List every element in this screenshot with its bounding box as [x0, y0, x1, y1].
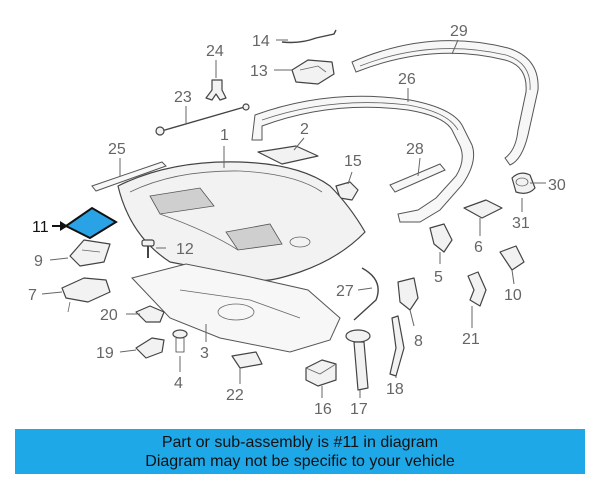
part-20-clip[interactable] [135, 305, 165, 323]
callout-29: 29 [450, 23, 468, 40]
part-26-main-rail[interactable] [251, 95, 475, 223]
callout-8: 8 [414, 333, 423, 350]
info-banner: Part or sub-assembly is #11 in diagram D… [15, 429, 585, 474]
callout-24: 24 [206, 43, 224, 60]
callout-5: 5 [434, 269, 443, 286]
part-1-top-panel[interactable] [117, 161, 366, 281]
part-6-plate[interactable] [463, 199, 503, 219]
banner-line-1: Part or sub-assembly is #11 in diagram [161, 433, 439, 451]
callout-12: 12 [176, 241, 194, 258]
callout-2: 2 [300, 121, 309, 138]
callout-16: 16 [314, 401, 332, 418]
part-17-bracket[interactable] [345, 329, 371, 391]
callout-23: 23 [174, 89, 192, 106]
part-23-cable[interactable] [155, 103, 250, 136]
callout-10: 10 [504, 287, 522, 304]
callout-30: 30 [548, 177, 566, 194]
part-10-bracket[interactable] [499, 245, 525, 271]
callout-18: 18 [386, 381, 404, 398]
part-21-hinge[interactable] [467, 271, 487, 307]
callout-1: 1 [220, 127, 229, 144]
callout-13: 13 [250, 63, 268, 80]
part-16-block[interactable] [305, 359, 337, 387]
part-4-fastener[interactable] [172, 329, 188, 353]
callout-4: 4 [174, 375, 183, 392]
callout-31: 31 [512, 215, 530, 232]
part-19-bracket[interactable] [135, 337, 165, 359]
part-25-strip[interactable] [91, 161, 167, 192]
part-28-trim-strip[interactable] [389, 163, 446, 193]
callout-28: 28 [406, 141, 424, 158]
callout-9: 9 [34, 253, 43, 270]
part-29-frame-rail[interactable] [351, 40, 539, 166]
part-13-latch[interactable] [291, 59, 335, 85]
banner-line-2: Diagram may not be specific to your vehi… [145, 452, 455, 470]
callout-20: 20 [100, 307, 118, 324]
part-8-hinge[interactable] [397, 277, 419, 311]
callout-19: 19 [96, 345, 114, 362]
callout-17: 17 [350, 401, 368, 418]
callout-11: 11 [32, 219, 49, 236]
part-30-bracket[interactable] [511, 172, 536, 194]
part-11-highlighted-pad[interactable] [64, 206, 118, 240]
part-22-bracket[interactable] [231, 351, 263, 369]
part-2-pad[interactable] [257, 145, 319, 165]
callout-7: 7 [28, 287, 37, 304]
callout-labels: 1 2 3 4 5 6 7 8 9 10 11 12 13 14 15 16 1… [28, 23, 566, 418]
leader-lines [41, 39, 546, 398]
part-12-bolt[interactable] [141, 239, 155, 258]
callout-22: 22 [226, 387, 244, 404]
callout-6: 6 [474, 239, 483, 256]
part-18-strap[interactable] [389, 315, 405, 377]
callout-21: 21 [462, 331, 480, 348]
part-14-rod[interactable] [281, 29, 337, 44]
leader-11 [52, 221, 68, 231]
part-24-clip[interactable] [205, 79, 227, 101]
callout-14: 14 [252, 33, 270, 50]
part-5-latch[interactable] [429, 223, 453, 253]
callout-27: 27 [336, 283, 354, 300]
callout-25: 25 [108, 141, 126, 158]
callout-15: 15 [344, 153, 362, 170]
part-9-bracket[interactable] [69, 239, 111, 267]
part-3-underpanel[interactable] [131, 263, 341, 353]
part-7-hinge[interactable] [61, 277, 111, 313]
part-27-hose[interactable] [353, 267, 379, 321]
callout-3: 3 [200, 345, 209, 362]
callout-26: 26 [398, 71, 416, 88]
